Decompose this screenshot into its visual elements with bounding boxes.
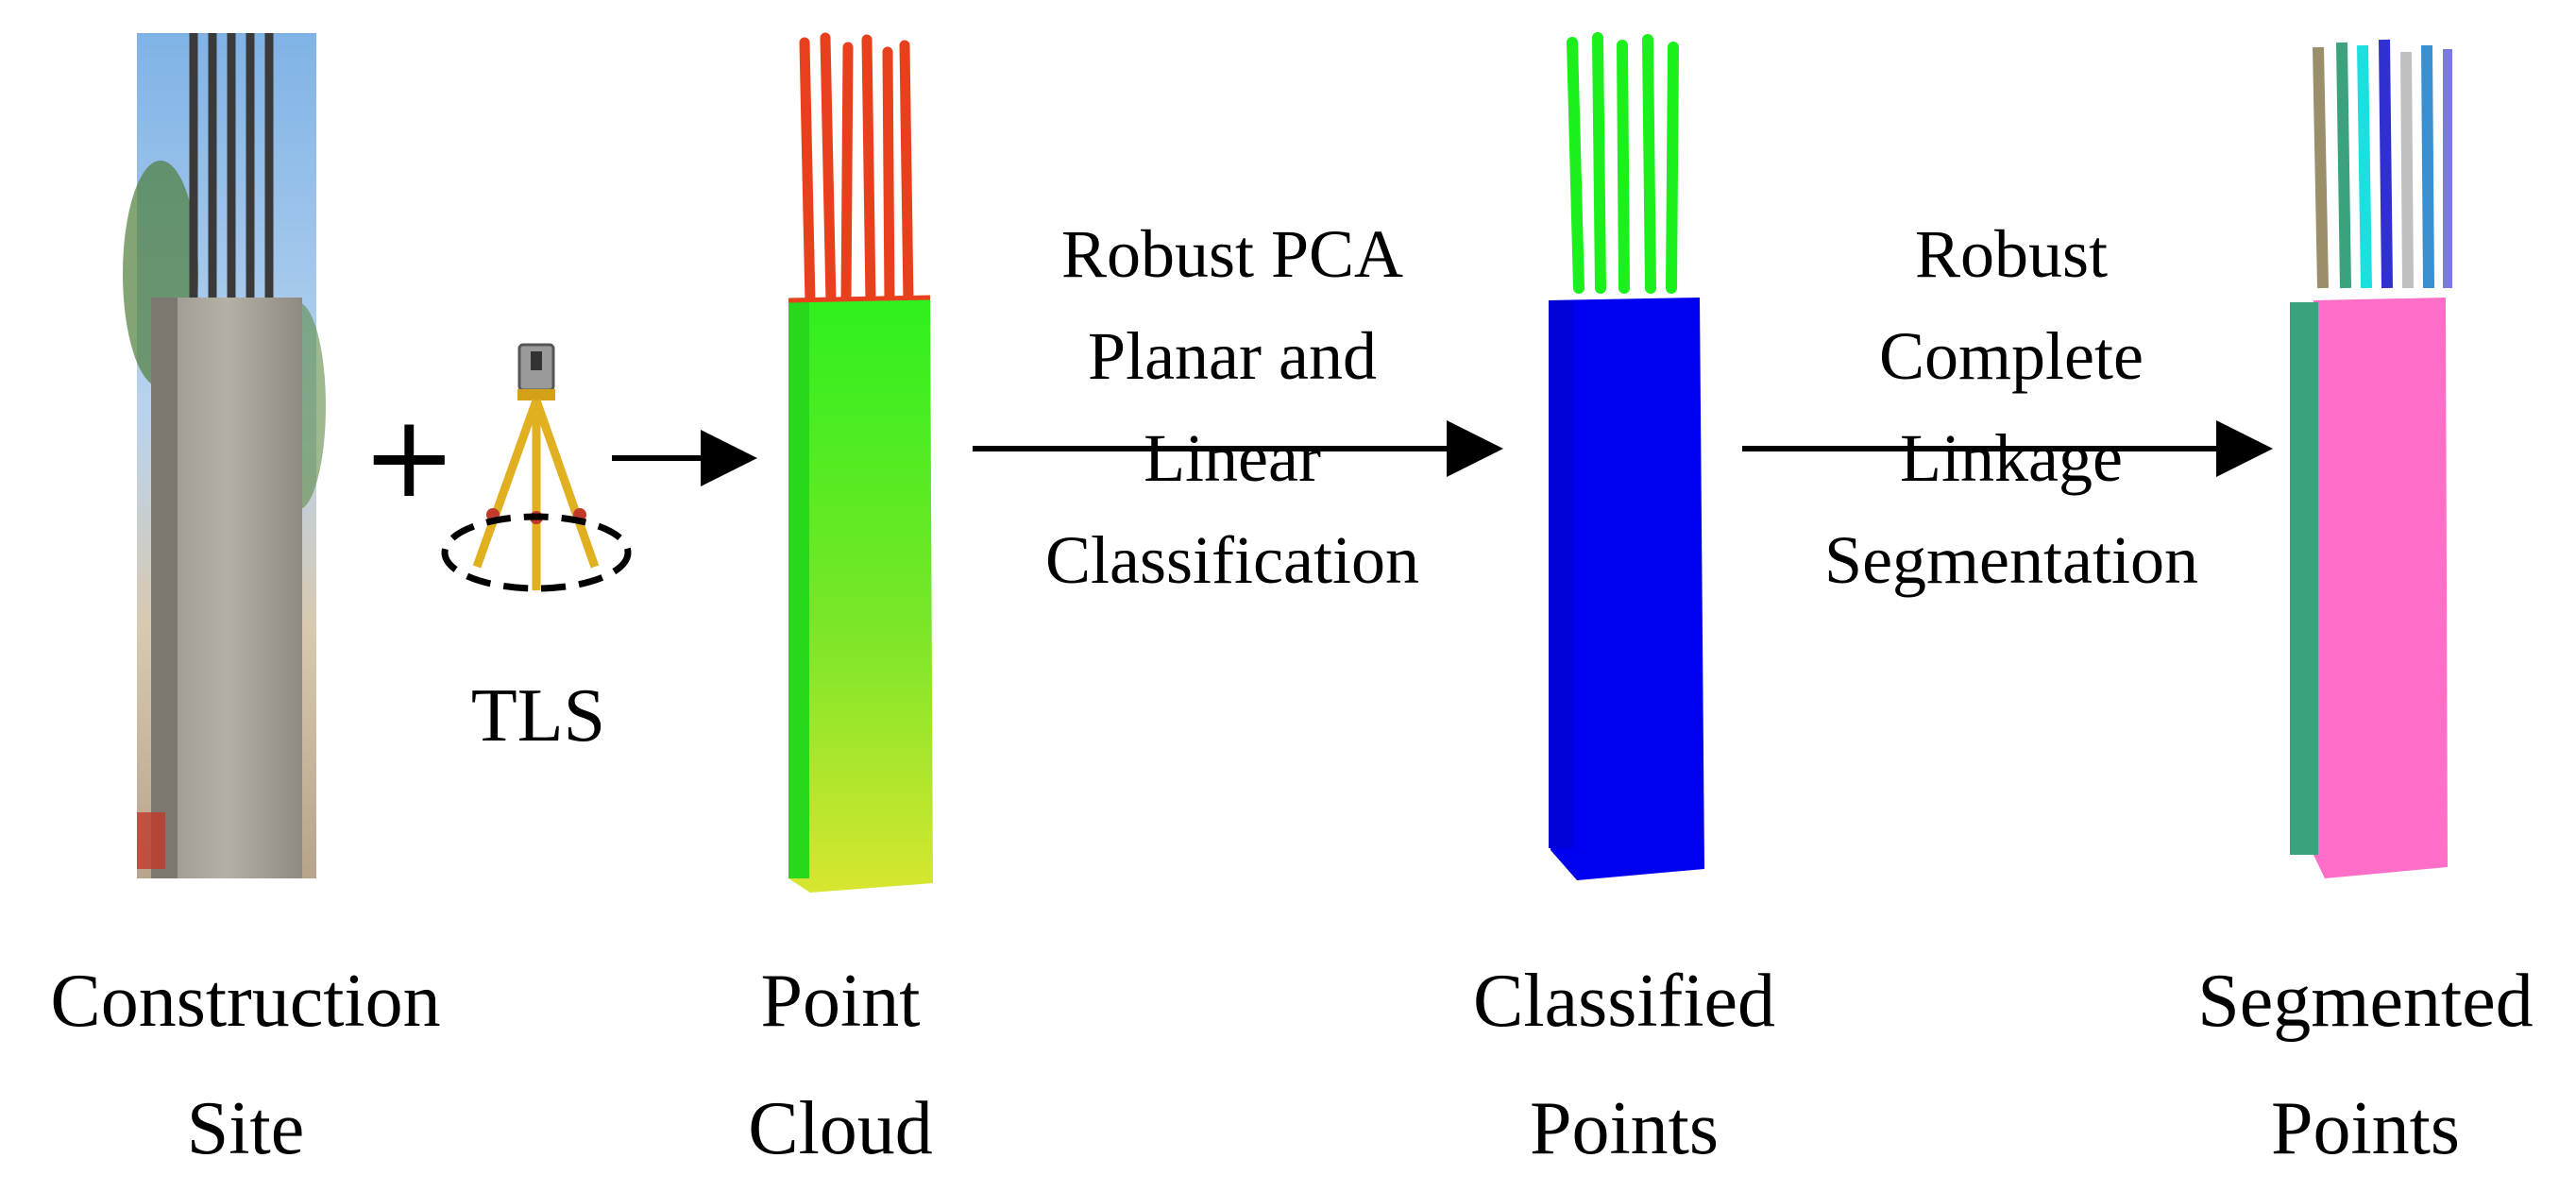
segmented-label-line-1: Segmented xyxy=(2197,960,2534,1043)
segmentation-line-3: Linkage xyxy=(1900,420,2123,496)
cloud-label-line-1: Point xyxy=(760,960,921,1043)
point-cloud-image xyxy=(788,32,933,893)
classification-line-2: Planar and xyxy=(1088,318,1377,394)
classification-line-3: Linear xyxy=(1144,420,1321,496)
segmented-label-line-2: Points xyxy=(2270,1087,2461,1170)
classified-label-line-1: Classified xyxy=(1473,960,1775,1043)
segmentation-line-4: Segmentation xyxy=(1824,522,2198,598)
plus-sign: + xyxy=(362,392,457,523)
cloud-label-line-2: Cloud xyxy=(748,1087,933,1170)
site-label-line-2: Site xyxy=(186,1087,305,1170)
classification-step-text: Robust PCA Planar and Linear Classificat… xyxy=(973,203,1492,611)
tls-label: TLS xyxy=(470,674,606,758)
segmentation-line-1: Robust xyxy=(1914,216,2109,292)
segmented-points-image xyxy=(2290,39,2452,878)
tls-scanner-icon xyxy=(441,343,632,592)
classification-line-4: Classification xyxy=(1045,522,1419,598)
classified-points-image xyxy=(1549,32,1704,880)
classified-label-line-2: Points xyxy=(1529,1087,1720,1170)
classification-line-1: Robust PCA xyxy=(1060,216,1404,292)
segmentation-line-2: Complete xyxy=(1879,318,2144,394)
segmentation-step-text: Robust Complete Linkage Segmentation xyxy=(1752,203,2271,611)
construction-site-photo xyxy=(123,33,326,878)
site-label-line-1: Construction xyxy=(50,960,441,1043)
